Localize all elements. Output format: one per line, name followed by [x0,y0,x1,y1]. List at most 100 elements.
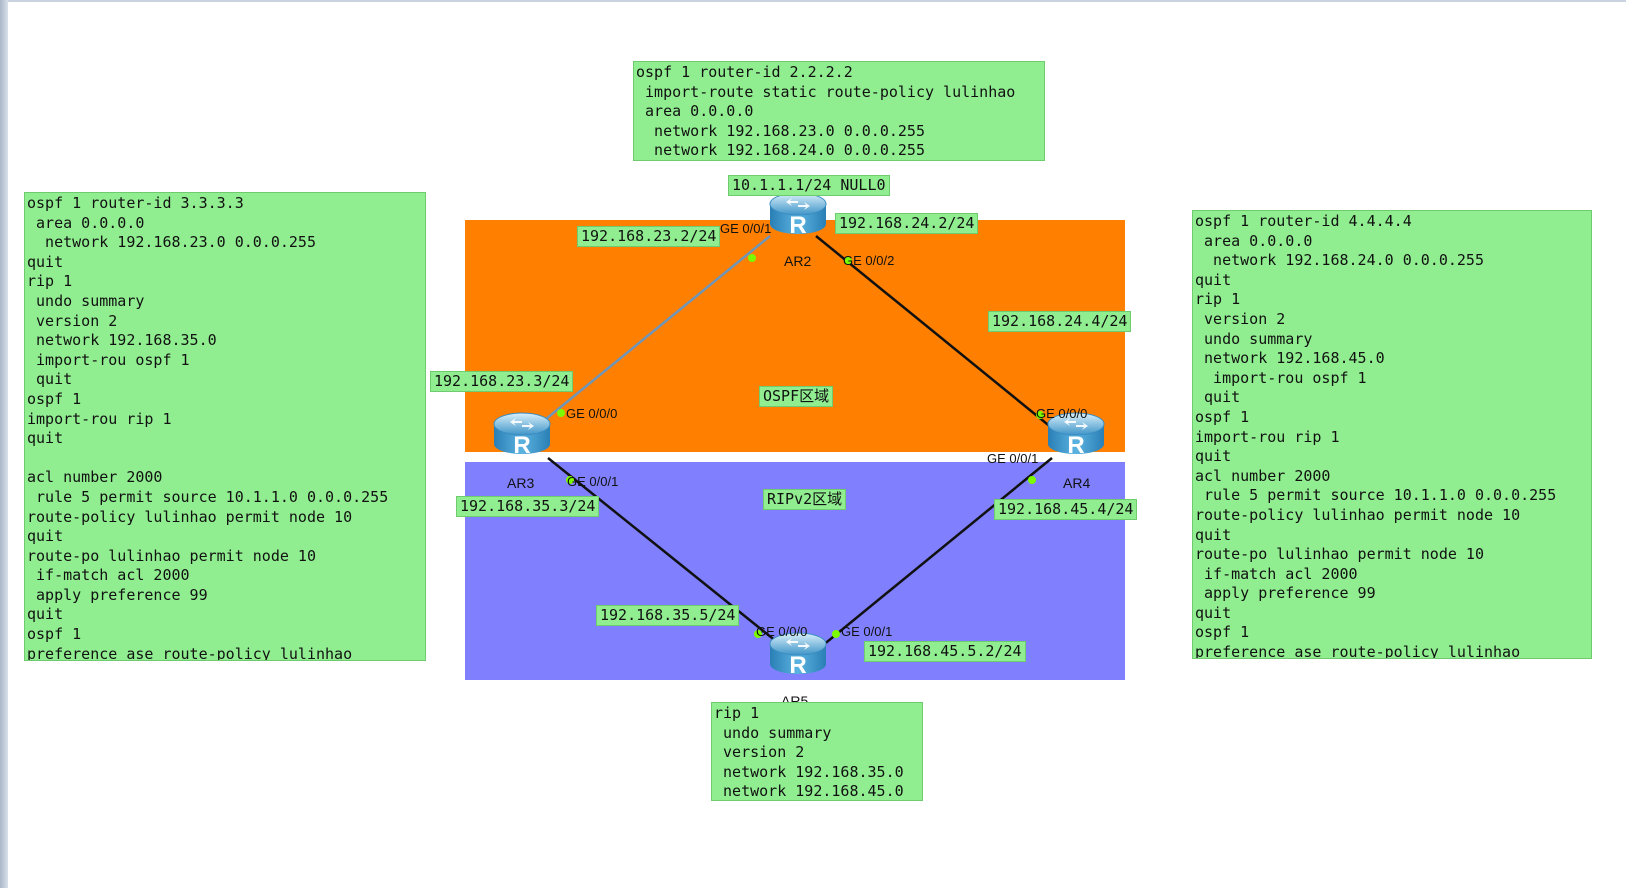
config-line: network 192.168.24.0 0.0.0.255 [1195,251,1484,270]
port-dot-ar4-ge001 [1028,476,1036,484]
config-line: ospf 1 [27,389,82,408]
svg-text:R: R [789,212,806,236]
port-label-ar4-ge000: GE 0/0/0 [1036,406,1088,421]
config-line: network 192.168.35.0 [27,331,217,350]
port-label-ar3-ge000: GE 0/0/0 [566,406,618,421]
config-line: ospf 1 [1195,623,1250,642]
address-label-ar4-to-ar2: 192.168.24.4/24 [988,311,1132,332]
config-line: quit [27,605,64,624]
link-ar3-ar5[interactable] [547,457,783,647]
svg-text:R: R [789,652,806,676]
port-dot-ar2-ge002 [844,257,852,265]
config-block-ar2: ospf 1 router-id 2.2.2.2 import-route st… [633,61,1045,161]
config-line: network 192.168.45.0 [714,782,904,801]
config-line: network 192.168.24.0 0.0.0.255 [636,141,925,160]
config-line: import-rou ospf 1 [27,350,190,369]
config-line: network 192.168.23.0 0.0.0.255 [636,121,925,140]
address-label-ar3-to-ar5: 192.168.35.3/24 [456,496,600,517]
config-line: import-rou rip 1 [27,409,172,428]
address-label-ar5-to-ar4: 192.168.45.5.2/24 [864,641,1026,662]
address-label-ar3-to-ar2: 192.168.23.3/24 [430,371,574,392]
link-ar4-ar5[interactable] [821,457,1053,647]
port-dot-ar4-ge000 [1036,411,1044,419]
config-line: route-policy lulinhao permit node 10 [27,507,353,526]
address-label-ar4-to-ar5: 192.168.45.4/24 [994,499,1138,520]
config-line: rule 5 permit source 10.1.1.0 0.0.0.255 [27,487,389,506]
svg-text:R: R [513,432,530,456]
svg-text:R: R [1067,432,1084,456]
config-line: undo summary [27,291,145,310]
config-line: ospf 1 router-id 4.4.4.4 [1195,212,1412,230]
config-line: version 2 [27,311,118,330]
router-icon[interactable]: R [492,410,552,456]
config-line [27,449,423,469]
port-dot-ar3-ge001 [566,476,574,484]
config-line: import-route static route-policy lulinha… [636,82,1016,101]
config-line: ospf 1 router-id 2.2.2.2 [636,63,853,81]
router-icon[interactable]: R [768,190,828,236]
ospf-area-zone [465,220,1125,452]
config-line: route-po lulinhao permit node 10 [1195,545,1484,564]
address-label-ar2-loopback: 10.1.1.1/24 NULL0 [728,175,890,196]
config-line: acl number 2000 [27,468,163,487]
config-line: network 192.168.45.0 [1195,349,1385,368]
port-label-ar2-ge002: GE 0/0/2 [843,253,895,268]
link-ar2-ar4[interactable] [815,235,1053,429]
config-line: undo summary [1195,329,1313,348]
config-line: version 2 [1195,309,1286,328]
address-label-ar2-to-ar3: 192.168.23.2/24 [577,226,721,247]
config-line: rip 1 [1195,290,1241,309]
config-line: quit [27,527,64,546]
config-line: ospf 1 router-id 3.3.3.3 [27,194,244,212]
config-line: rule 5 permit source 10.1.1.0 0.0.0.255 [1195,486,1557,505]
config-line: quit [1195,447,1232,466]
config-line: area 0.0.0.0 [636,102,754,121]
window-left-edge [0,0,8,888]
config-line: quit [1195,603,1232,622]
config-line: ospf 1 [1195,407,1250,426]
config-line: apply preference 99 [1195,584,1376,603]
config-line: quit [1195,525,1232,544]
config-line: preference ase route-policy lulinhao [1195,643,1521,659]
router-name-ar4: AR4 [1063,475,1091,491]
config-block-ar4: ospf 1 router-id 4.4.4.4 area 0.0.0.0 ne… [1192,210,1592,659]
config-line: quit [1195,388,1241,407]
config-line: route-policy lulinhao permit node 10 [1195,505,1521,524]
config-line: route-po lulinhao permit node 10 [27,546,316,565]
port-dot-ar5-ge001 [832,630,840,638]
router-name-ar3: AR3 [507,475,535,491]
config-line: if-match acl 2000 [27,566,190,585]
port-label-ar2-ge001: GE 0/0/1 [720,221,772,236]
port-dot-ar3-ge000 [557,409,565,417]
zone-label-rip: RIPv2区域 [763,489,847,510]
config-line: quit [1195,270,1232,289]
link-ar2-ar3[interactable] [534,235,771,429]
port-label-ar3-ge001: GE 0/0/1 [567,474,619,489]
address-label-ar5-to-ar3: 192.168.35.5/24 [596,605,740,626]
port-label-ar5-ge001: GE 0/0/1 [841,624,893,639]
config-line: quit [27,429,64,448]
router-icon[interactable]: R [768,630,828,676]
config-line: undo summary [714,723,832,742]
router-name-ar2: AR2 [784,253,812,269]
address-label-ar2-to-ar4: 192.168.24.2/24 [835,213,979,234]
config-line: network 192.168.35.0 [714,762,904,781]
config-line: if-match acl 2000 [1195,564,1358,583]
zone-label-ospf: OSPF区域 [759,386,834,407]
port-label-ar5-ge000: GE 0/0/0 [756,624,808,639]
config-line: import-rou rip 1 [1195,427,1340,446]
config-line: network 192.168.23.0 0.0.0.255 [27,233,316,252]
config-block-ar3: ospf 1 router-id 3.3.3.3 area 0.0.0.0 ne… [24,192,426,661]
port-label-ar4-ge001: GE 0/0/1 [987,451,1039,466]
config-line: ospf 1 [27,625,82,644]
config-block-ar5: rip 1 undo summary version 2 network 192… [711,702,923,801]
config-line: area 0.0.0.0 [27,213,145,232]
config-line: rip 1 [714,704,760,722]
config-line: acl number 2000 [1195,466,1331,485]
config-line: quit [27,370,73,389]
router-icon[interactable]: R [1046,410,1106,456]
port-dot-ar2-ge001 [748,254,756,262]
config-line: area 0.0.0.0 [1195,231,1313,250]
config-line: apply preference 99 [27,585,208,604]
